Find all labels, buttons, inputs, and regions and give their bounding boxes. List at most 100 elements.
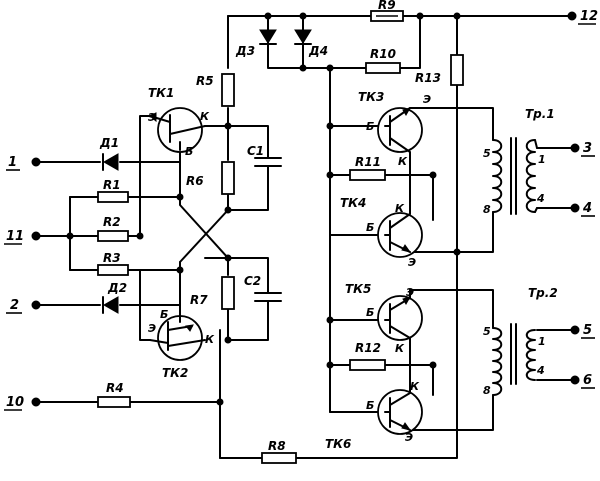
- svg-text:1: 1: [538, 153, 546, 166]
- svg-text:ТК2: ТК2: [162, 366, 188, 380]
- svg-text:8: 8: [483, 203, 491, 216]
- svg-text:ТК6: ТК6: [325, 437, 351, 451]
- terminal-label: 1: [8, 155, 17, 170]
- svg-text:R10: R10: [370, 47, 396, 61]
- svg-text:5: 5: [483, 147, 491, 160]
- svg-text:К: К: [200, 110, 210, 123]
- capacitor-c1: C1: [247, 144, 282, 176]
- svg-text:К: К: [410, 380, 420, 393]
- svg-text:К: К: [205, 333, 215, 346]
- resistor-r7: R7: [190, 276, 235, 310]
- svg-text:C2: C2: [244, 274, 261, 288]
- svg-text:Э: Э: [405, 431, 413, 444]
- svg-text:R6: R6: [186, 174, 204, 188]
- transistor-tk6: ТК6 К Б Э: [325, 364, 423, 451]
- svg-text:Б: Б: [160, 308, 168, 321]
- terminal-4[interactable]: 4: [570, 201, 595, 217]
- svg-text:Б: Б: [185, 145, 193, 158]
- diode-d4: Д4: [294, 29, 328, 58]
- svg-text:Б: Б: [366, 221, 374, 234]
- svg-text:ТК4: ТК4: [340, 196, 366, 210]
- svg-text:R11: R11: [355, 155, 381, 169]
- svg-text:Д1: Д1: [99, 136, 119, 150]
- svg-text:4: 4: [536, 364, 545, 377]
- transistor-tk4: ТК4 К Б Э: [340, 174, 423, 269]
- terminal-12[interactable]: 12: [567, 9, 598, 25]
- svg-text:Э: Э: [423, 93, 431, 106]
- terminal-label: 12: [580, 9, 598, 24]
- svg-text:ТК3: ТК3: [358, 90, 384, 104]
- svg-text:R8: R8: [268, 439, 286, 453]
- terminal-label: 4: [582, 201, 592, 216]
- diode-d3: Д3: [235, 29, 277, 58]
- resistor-r1: R1: [97, 178, 129, 203]
- terminal-label: 10: [6, 395, 24, 410]
- svg-text:8: 8: [483, 384, 491, 397]
- terminal-3[interactable]: 3: [570, 141, 595, 157]
- terminal-2[interactable]: 2: [6, 298, 41, 314]
- svg-text:ТК5: ТК5: [345, 282, 371, 296]
- terminal-label: 6: [583, 373, 592, 388]
- resistor-r9: R9: [370, 0, 404, 22]
- terminal-label: 5: [583, 323, 592, 338]
- transistor-tk1: ТК1 Э К Б: [139, 86, 210, 198]
- resistor-r13: R13: [415, 54, 464, 86]
- svg-text:К: К: [395, 342, 405, 355]
- svg-text:1: 1: [538, 335, 546, 348]
- svg-text:Б: Б: [366, 399, 374, 412]
- svg-text:Д3: Д3: [235, 44, 255, 58]
- svg-text:R2: R2: [103, 215, 121, 229]
- terminal-6[interactable]: 6: [570, 373, 595, 389]
- terminal-label: 3: [583, 141, 592, 156]
- svg-text:ТК1: ТК1: [148, 86, 174, 100]
- diode-d2: Д2: [102, 281, 127, 314]
- transistor-tk2: ТК2 Э К Б: [139, 269, 215, 380]
- svg-text:R13: R13: [415, 71, 441, 85]
- junction-dots: [66, 12, 461, 406]
- svg-text:R12: R12: [355, 341, 381, 355]
- resistor-r4: R4: [97, 381, 131, 408]
- svg-text:Б: Б: [366, 306, 374, 319]
- svg-text:Э: Э: [406, 286, 414, 299]
- resistor-r2: R2: [97, 215, 129, 242]
- svg-text:Тр.1: Тр.1: [525, 107, 555, 121]
- transistor-tk3: ТК3 Э Б К: [358, 90, 431, 176]
- svg-text:R5: R5: [196, 74, 214, 88]
- svg-text:R7: R7: [190, 293, 208, 307]
- resistor-r5: R5: [196, 73, 235, 107]
- resistor-r11: R11: [349, 155, 386, 181]
- transistor-tk5: ТК5 Э Б К: [345, 282, 423, 366]
- resistor-r6: R6: [186, 161, 235, 195]
- svg-text:4: 4: [536, 192, 545, 205]
- terminal-label: 2: [10, 298, 19, 313]
- svg-text:R9: R9: [378, 0, 396, 12]
- svg-text:R1: R1: [103, 178, 121, 192]
- svg-text:R3: R3: [103, 251, 121, 265]
- terminal-5[interactable]: 5: [570, 323, 595, 339]
- svg-text:Э: Э: [148, 111, 156, 124]
- svg-text:R4: R4: [106, 381, 124, 395]
- svg-text:Э: Э: [148, 322, 156, 335]
- svg-text:К: К: [398, 155, 408, 168]
- svg-text:Тр.2: Тр.2: [528, 286, 558, 300]
- terminal-10[interactable]: 10: [4, 395, 41, 411]
- svg-text:Э: Э: [408, 256, 416, 269]
- svg-text:Д4: Д4: [308, 44, 328, 58]
- capacitor-c2: C2: [244, 274, 282, 311]
- resistor-r8: R8: [261, 439, 297, 464]
- transformer-tr1: Тр.1 5 8 1 4: [483, 107, 555, 216]
- resistor-r12: R12: [349, 341, 386, 371]
- terminal-11[interactable]: 11: [4, 229, 41, 245]
- diode-d1: Д1: [99, 136, 119, 171]
- resistor-r10: R10: [365, 47, 401, 74]
- svg-text:К: К: [395, 202, 405, 215]
- svg-text:5: 5: [483, 325, 491, 338]
- terminal-1[interactable]: 1: [6, 155, 41, 171]
- transformer-tr2: Тр.2 5 8 1 4: [483, 286, 558, 397]
- terminal-label: 11: [6, 229, 24, 244]
- svg-text:Д2: Д2: [107, 281, 127, 295]
- svg-text:C1: C1: [247, 144, 264, 158]
- svg-text:Б: Б: [366, 120, 374, 133]
- resistor-r3: R3: [97, 251, 129, 276]
